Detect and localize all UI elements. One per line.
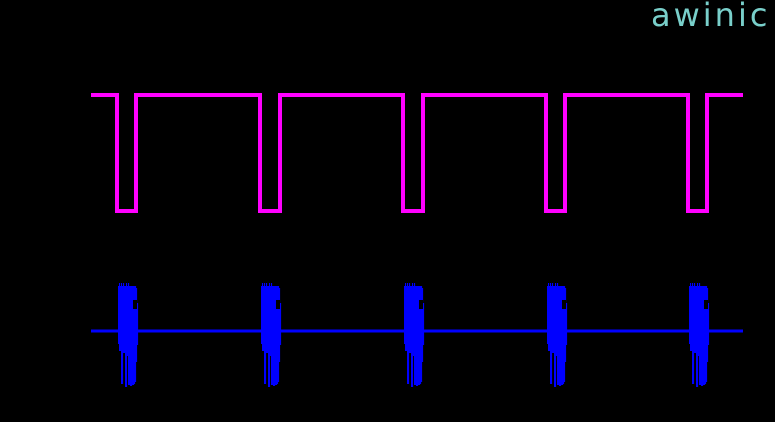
pwm-trace xyxy=(91,93,743,213)
ringing-burst xyxy=(547,283,568,387)
ringing-burst xyxy=(689,283,710,387)
ringing-burst xyxy=(118,283,139,387)
awinic-logo: awinic xyxy=(651,0,771,34)
ringing-bursts xyxy=(118,283,710,387)
ringing-burst xyxy=(261,283,282,387)
ringing-burst xyxy=(404,283,425,387)
